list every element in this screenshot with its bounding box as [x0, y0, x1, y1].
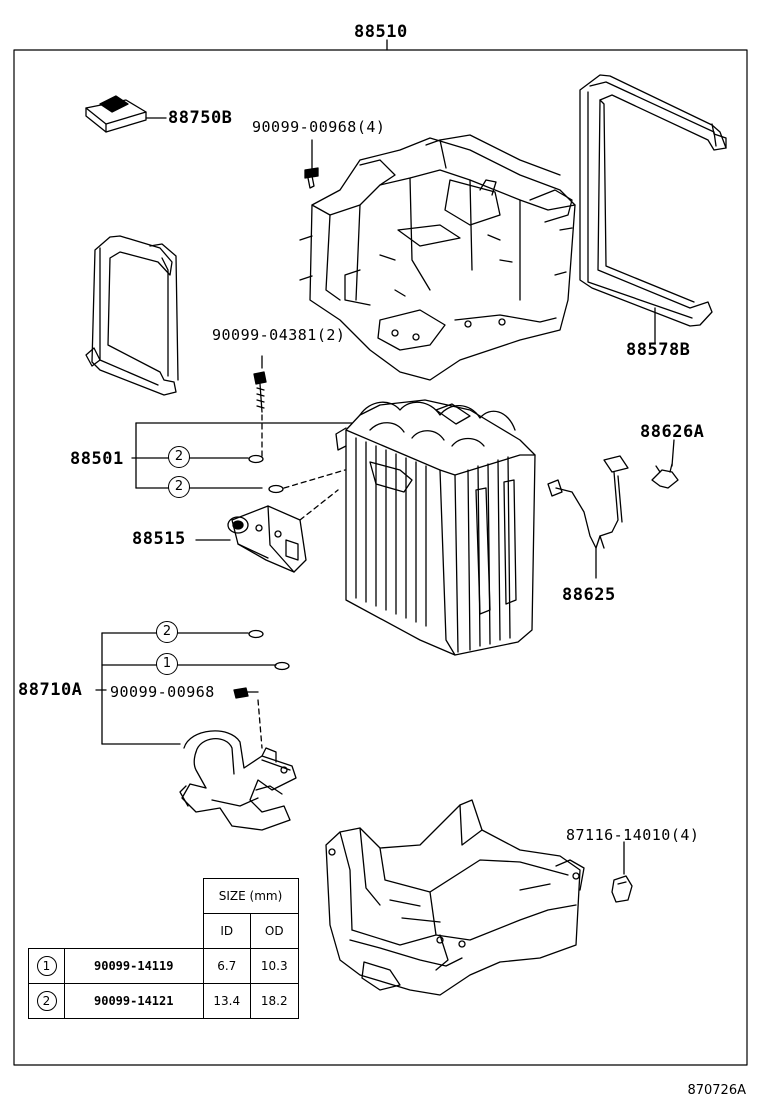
o-ring-leaders-88710A	[101, 629, 290, 749]
table-row: 1 90099-14119 6.7 10.3	[28, 948, 299, 984]
screw-top	[304, 139, 319, 189]
seal-frame-right	[579, 74, 727, 344]
label-88625: 88625	[562, 585, 616, 605]
bolt	[253, 355, 267, 461]
label-90099-04381-2: 90099-04381(2)	[212, 326, 346, 344]
label-90099-00968: 90099-00968	[110, 683, 215, 701]
seal-frame-left	[85, 235, 179, 396]
o-ring-size-table: SIZE (mm) ID OD 1 90099-14119 6.7 10.3 2…	[28, 878, 299, 1019]
marker-1-suction: 1	[156, 653, 178, 675]
expansion-valve	[195, 489, 339, 573]
clip-87116	[611, 841, 633, 903]
row-id: 13.4	[202, 983, 251, 1019]
col-id-header: ID	[202, 913, 251, 949]
label-90099-00968-4: 90099-00968(4)	[252, 118, 386, 136]
label-88501: 88501	[70, 449, 124, 469]
thermistor-wire	[547, 455, 629, 579]
label-88578b: 88578B	[626, 340, 691, 360]
row-part-number: 90099-14119	[64, 948, 204, 984]
row-part-number: 90099-14121	[64, 983, 204, 1019]
row-marker: 2	[36, 991, 57, 1011]
row-id: 6.7	[202, 948, 251, 984]
o-ring-leaders-88501	[131, 422, 353, 494]
col-od-header: OD	[250, 913, 299, 949]
label-88750b: 88750B	[168, 108, 233, 128]
label-88710a: 88710A	[18, 680, 83, 700]
table-row: 2 90099-14121 13.4 18.2	[28, 983, 299, 1019]
row-marker: 1	[36, 956, 57, 976]
suction-tube	[179, 730, 297, 831]
lower-case	[325, 799, 585, 996]
marker-2-suction: 2	[156, 621, 178, 643]
row-od: 18.2	[250, 983, 299, 1019]
row-od: 10.3	[250, 948, 299, 984]
marker-2-lower: 2	[168, 476, 190, 498]
label-88626a: 88626A	[640, 422, 705, 442]
label-88515: 88515	[132, 529, 186, 549]
upper-case	[299, 134, 576, 381]
label-87116-14010-4: 87116-14010(4)	[566, 826, 700, 844]
size-header: SIZE (mm)	[202, 878, 299, 914]
diagram-frame	[13, 39, 748, 1066]
figure-code: 870726A	[687, 1083, 746, 1098]
marker-2-upper: 2	[168, 446, 190, 468]
evaporator-core	[335, 399, 536, 656]
label-88510: 88510	[354, 22, 408, 42]
resistor-block	[85, 95, 167, 133]
thermistor-clip	[651, 439, 679, 489]
